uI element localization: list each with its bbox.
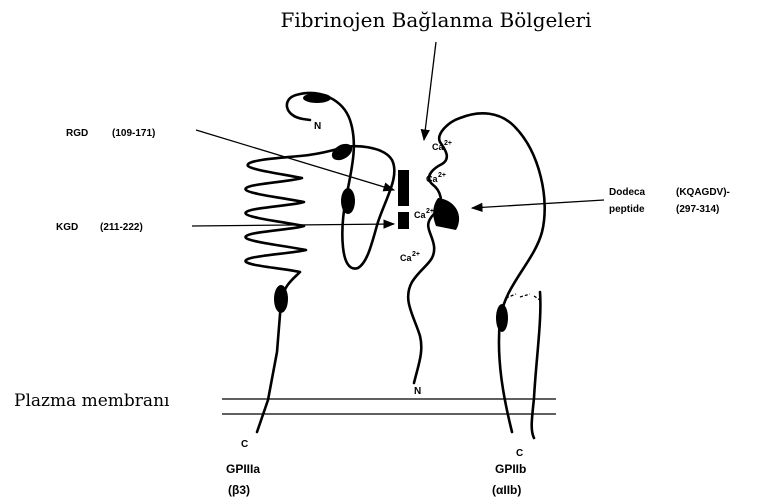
dodeca-peptide-site (433, 198, 459, 230)
svg-text:2+: 2+ (426, 208, 434, 215)
gpiib-heavy-chain (408, 113, 545, 432)
svg-text:Ca: Ca (432, 142, 444, 152)
dodeca-label-line1-b: (KQAGDV)- (676, 187, 730, 198)
binding-regions-arrow (424, 42, 436, 140)
dodeca-arrow (472, 200, 604, 208)
gpiib-blob (496, 304, 508, 332)
binding-regions-title: Fibrinojen Bağlanma Bölgeleri (280, 8, 591, 32)
svg-text:Ca: Ca (400, 253, 412, 263)
kgd-range: (211-222) (100, 222, 143, 233)
ca-label-4: Ca 2+ (400, 251, 420, 263)
gpiib-light-chain (532, 292, 541, 438)
gpiiia-strand (246, 93, 395, 432)
dodeca-label-line1-a: Dodeca (609, 187, 646, 198)
kgd-label: KGD (56, 222, 78, 233)
svg-text:2+: 2+ (444, 140, 452, 147)
svg-text:2+: 2+ (412, 251, 420, 258)
beta3-label: (β3) (228, 483, 250, 497)
ca-label-2: Ca 2+ (426, 172, 446, 184)
gpiib-label: GPIIb (495, 462, 526, 476)
dodeca-label-line2-b: (297-314) (676, 204, 719, 215)
gpiib-c-terminus: C (516, 448, 523, 459)
plasma-membrane-label: Plazma membranı (14, 391, 170, 411)
svg-text:2+: 2+ (438, 172, 446, 179)
gpiiia-n-terminus: N (314, 121, 321, 132)
rgd-site (398, 170, 409, 206)
rgd-label: RGD (66, 128, 88, 139)
rgd-range: (109-171) (112, 128, 155, 139)
gpiiia-label: GPIIIa (226, 462, 260, 476)
gpiiia-blob-top (303, 93, 331, 103)
dodeca-label-line2-a: peptide (609, 204, 645, 215)
gpiiia-c-terminus: C (241, 439, 248, 450)
gpiiia-blob-lower (274, 285, 288, 313)
kgd-site (398, 212, 409, 229)
rgd-arrow (196, 130, 394, 190)
svg-text:Ca: Ca (414, 210, 426, 220)
gpiiia-blob-middle (341, 188, 355, 214)
disulfide-bridge (506, 294, 540, 300)
svg-text:Ca: Ca (426, 174, 438, 184)
alpha-iib-label: (αIIb) (492, 483, 521, 497)
gpiib-n-terminus: N (414, 386, 421, 397)
gpiiia-blob-upper (329, 140, 355, 163)
ca-label-1: Ca 2+ (432, 140, 452, 152)
